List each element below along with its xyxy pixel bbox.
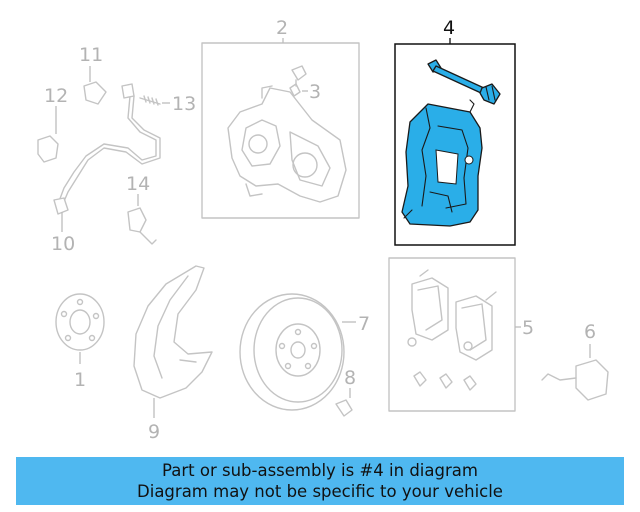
part-5-brake-pads-group: 5	[388, 257, 534, 412]
part-1-hub-group: 1	[55, 293, 105, 391]
part-4-caliper-bracket-group: 4	[394, 17, 516, 246]
pads-box	[388, 257, 516, 412]
callout-3: 3	[309, 81, 321, 103]
banner-line-2: Diagram may not be specific to your vehi…	[137, 482, 503, 501]
callout-9: 9	[148, 421, 160, 443]
part-6-wear-sensor-group: 6	[541, 321, 609, 401]
brake-hose-group: 11 12 13 14 10	[37, 44, 196, 255]
wheel-speed-sensor-icon	[127, 207, 147, 233]
rotor-screw-icon	[335, 399, 353, 417]
splash-shield-icon	[133, 265, 213, 399]
callout-7: 7	[358, 313, 370, 335]
callout-10: 10	[51, 233, 75, 255]
bleeder-screw-icon	[289, 65, 307, 97]
callout-13: 13	[172, 93, 196, 115]
banner-line-1: Part or sub-assembly is #4 in diagram	[162, 461, 478, 480]
callout-6: 6	[584, 321, 596, 343]
callout-4: 4	[443, 17, 455, 39]
part-7-rotor-group: 7	[239, 293, 370, 411]
part-9-splash-shield-group: 9	[133, 265, 213, 443]
bracket-box	[394, 43, 516, 246]
part-2-caliper-group: 2 3	[201, 17, 360, 219]
callout-1: 1	[74, 369, 86, 391]
brake-rotor-icon	[239, 293, 345, 411]
callout-14: 14	[126, 173, 150, 195]
callout-12: 12	[44, 85, 68, 107]
callout-8: 8	[344, 367, 356, 389]
callout-11: 11	[79, 44, 103, 66]
pad-wear-sensor-icon	[575, 359, 609, 401]
guide-pin-icon	[427, 59, 501, 105]
caliper-bracket-icon	[401, 99, 483, 227]
callout-5: 5	[522, 317, 534, 339]
wheel-hub-icon	[55, 293, 105, 351]
hose-bracket-icon	[37, 135, 59, 163]
callout-2: 2	[276, 17, 288, 39]
pad-clips-icon	[413, 371, 477, 391]
brake-hose-icon	[57, 95, 157, 205]
caliper-icon	[227, 85, 347, 203]
brake-pad-icon	[407, 269, 497, 361]
caliper-box	[201, 42, 360, 219]
part-8-screw-group: 8	[335, 367, 356, 417]
info-banner: Part or sub-assembly is #4 in diagram Di…	[16, 457, 624, 505]
hose-fitting-icon	[83, 81, 107, 105]
